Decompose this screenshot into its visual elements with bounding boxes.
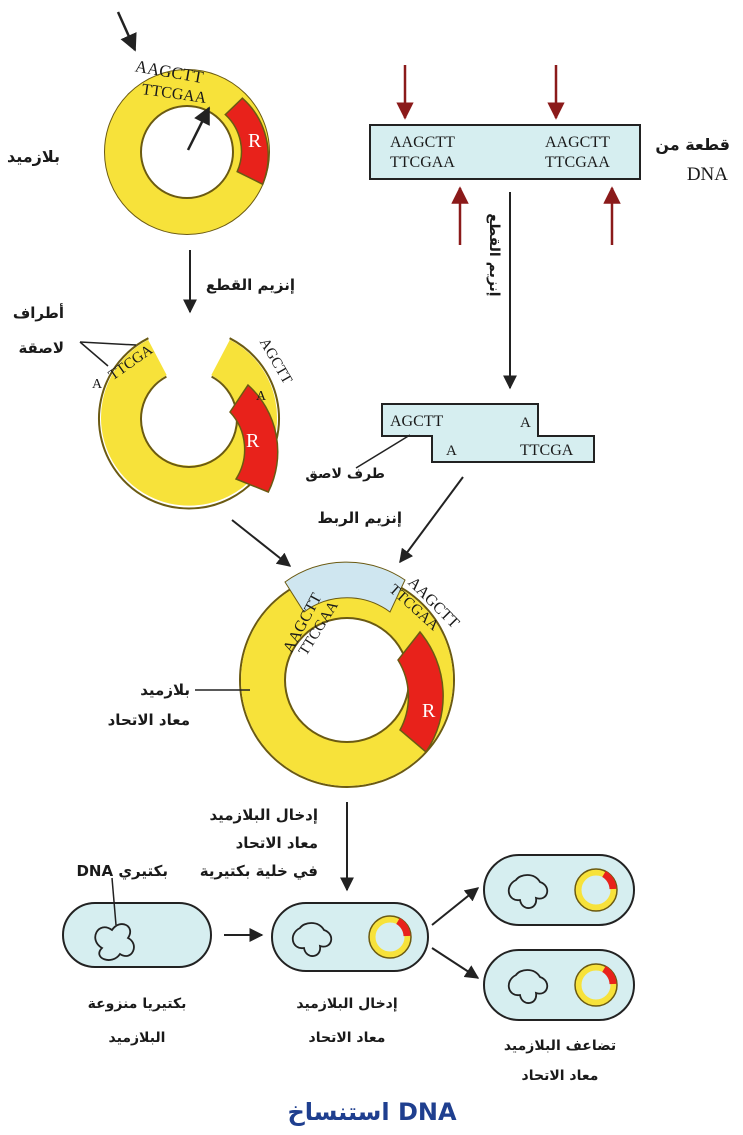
open-r-label: R [246, 430, 260, 452]
label-insert-1: إدخال البلازميد [209, 806, 318, 824]
bacterium-replicated-bottom [483, 949, 635, 1021]
cut-arrow-outer [116, 11, 137, 52]
open-left-a: A [92, 377, 103, 392]
bacterium-replicated-top [483, 854, 635, 926]
bacterium-transformed [271, 902, 429, 972]
dna-fragment-box [369, 124, 641, 180]
sticky-end-pointer [355, 434, 411, 469]
label-ligase: إنزيم الربط [317, 509, 402, 527]
r-segment [224, 97, 269, 186]
bacterial-dna-coil-1 [94, 923, 135, 961]
mini-plasmid-2-outline [368, 915, 412, 959]
r-label: R [248, 130, 262, 152]
open-r-segment [229, 383, 279, 493]
dna-fragment: AAGCTT TTCGAA AAGCTT TTCGAA [369, 65, 641, 245]
label-insert-3: في خلية بكتيرية [200, 862, 318, 880]
recomb-insert [284, 561, 406, 613]
label-sticky-ends-2: لاصقة [18, 339, 64, 357]
bacterial-dna-coil-4 [507, 969, 549, 1004]
label-recombinant-2: معاد الاتحاد [108, 711, 190, 729]
bacterium-body-1 [62, 902, 212, 968]
mini-plasmid-2 [368, 915, 412, 959]
mini-plasmid-4 [574, 963, 618, 1007]
bacterial-dna-coil-3 [507, 874, 549, 909]
mini-plasmid-3-r [602, 870, 617, 890]
sticky-pointer-1 [79, 341, 137, 346]
label-insertion-1: إدخال البلازميد [296, 996, 397, 1012]
cut-frag-top: AGCTT [390, 413, 444, 430]
label-plasmid: بلازميد [7, 147, 60, 166]
cut-frag-top-a: A [520, 415, 531, 431]
cut-fragment: AGCTT A A TTCGA [355, 403, 595, 469]
label-replication-1: تضاعف البلازميد [504, 1038, 616, 1054]
frag-right-top: AAGCTT [545, 134, 610, 151]
frag-left-bottom: TTCGAA [390, 154, 455, 171]
cut-frag-bottom-a: A [446, 443, 457, 459]
label-dna-fragment-1: قطعة من [655, 135, 730, 154]
label-insertion-2: معاد الاتحاد [309, 1030, 386, 1046]
cut-frag-bottom: TTCGA [520, 442, 574, 459]
mini-plasmid-3 [574, 868, 618, 912]
frag-left-top: AAGCTT [390, 134, 455, 151]
label-bacterial-dna: DNA بكتيري [76, 862, 168, 881]
arrow-ligase-right [399, 476, 464, 564]
label-insert-2: معاد الاتحاد [236, 834, 318, 852]
label-cutting-enzyme-left: إنزيم القطع [206, 276, 295, 294]
open-plasmid-inner [140, 375, 238, 468]
plasmid-inner [140, 105, 234, 199]
mini-plasmid-3-outline [574, 868, 618, 912]
mini-plasmid-4-r [602, 965, 617, 985]
cut-fragment-shape [381, 403, 595, 463]
label-bacteria-removed-1: بكتيريا منزوعة [88, 996, 187, 1012]
diagram-title: استنساخ DNA [287, 1098, 457, 1126]
label-dna-fragment-2: DNA [687, 164, 728, 185]
sticky-pointer-2 [79, 341, 109, 367]
label-recombinant-1: بلازميد [140, 681, 190, 699]
open-right-a: A [256, 389, 267, 404]
label-sticky-ends-1: أطراف [13, 303, 64, 322]
bacterium-no-plasmid [62, 877, 212, 968]
arrow-ligase-left [231, 519, 292, 567]
plasmid-recombinant: R AAGCTT TTCGAA AAGCTT TTCGAA [195, 561, 463, 788]
arrow-to-replicated-top [431, 887, 480, 926]
frag-right-bottom: TTCGAA [545, 154, 610, 171]
mini-plasmid-4-outline [574, 963, 618, 1007]
mini-plasmid-2-r [396, 917, 411, 937]
label-replication-2: معاد الاتحاد [522, 1068, 599, 1084]
label-cutting-enzyme-right: إنزيم القطع [486, 213, 502, 296]
bacterial-dna-coil-2 [291, 922, 333, 957]
recomb-r-label: R [422, 700, 436, 722]
label-sticky-end: طرف لاصق [305, 466, 385, 482]
label-bacteria-removed-2: البلازميد [109, 1030, 166, 1046]
bacterial-dna-pointer [111, 877, 117, 926]
plasmid-opened: R TTCGA A AGCTT A [79, 336, 295, 510]
cut-arrow-inner [186, 106, 211, 151]
plasmid-original: R AAGCTT TTCGAA [104, 11, 270, 235]
open-plasmid-outer [98, 337, 280, 510]
recomb-r-segment [397, 630, 444, 754]
arrow-to-replicated-bottom [431, 947, 480, 979]
